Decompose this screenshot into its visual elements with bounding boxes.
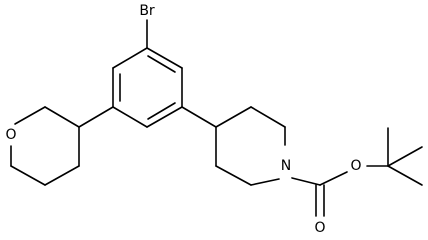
atom-label-nitrogen: N xyxy=(281,158,291,174)
oxane-ring xyxy=(10,106,114,186)
boc-group xyxy=(291,127,423,217)
piperidine-ring xyxy=(181,106,286,186)
atom-label-carbonyl-oxygen: O xyxy=(314,220,325,236)
atom-label-ring-oxygen: O xyxy=(5,127,16,143)
atom-label-br: Br xyxy=(139,3,155,19)
atom-label-ester-oxygen: O xyxy=(350,158,361,174)
benzene-ring xyxy=(112,47,183,128)
